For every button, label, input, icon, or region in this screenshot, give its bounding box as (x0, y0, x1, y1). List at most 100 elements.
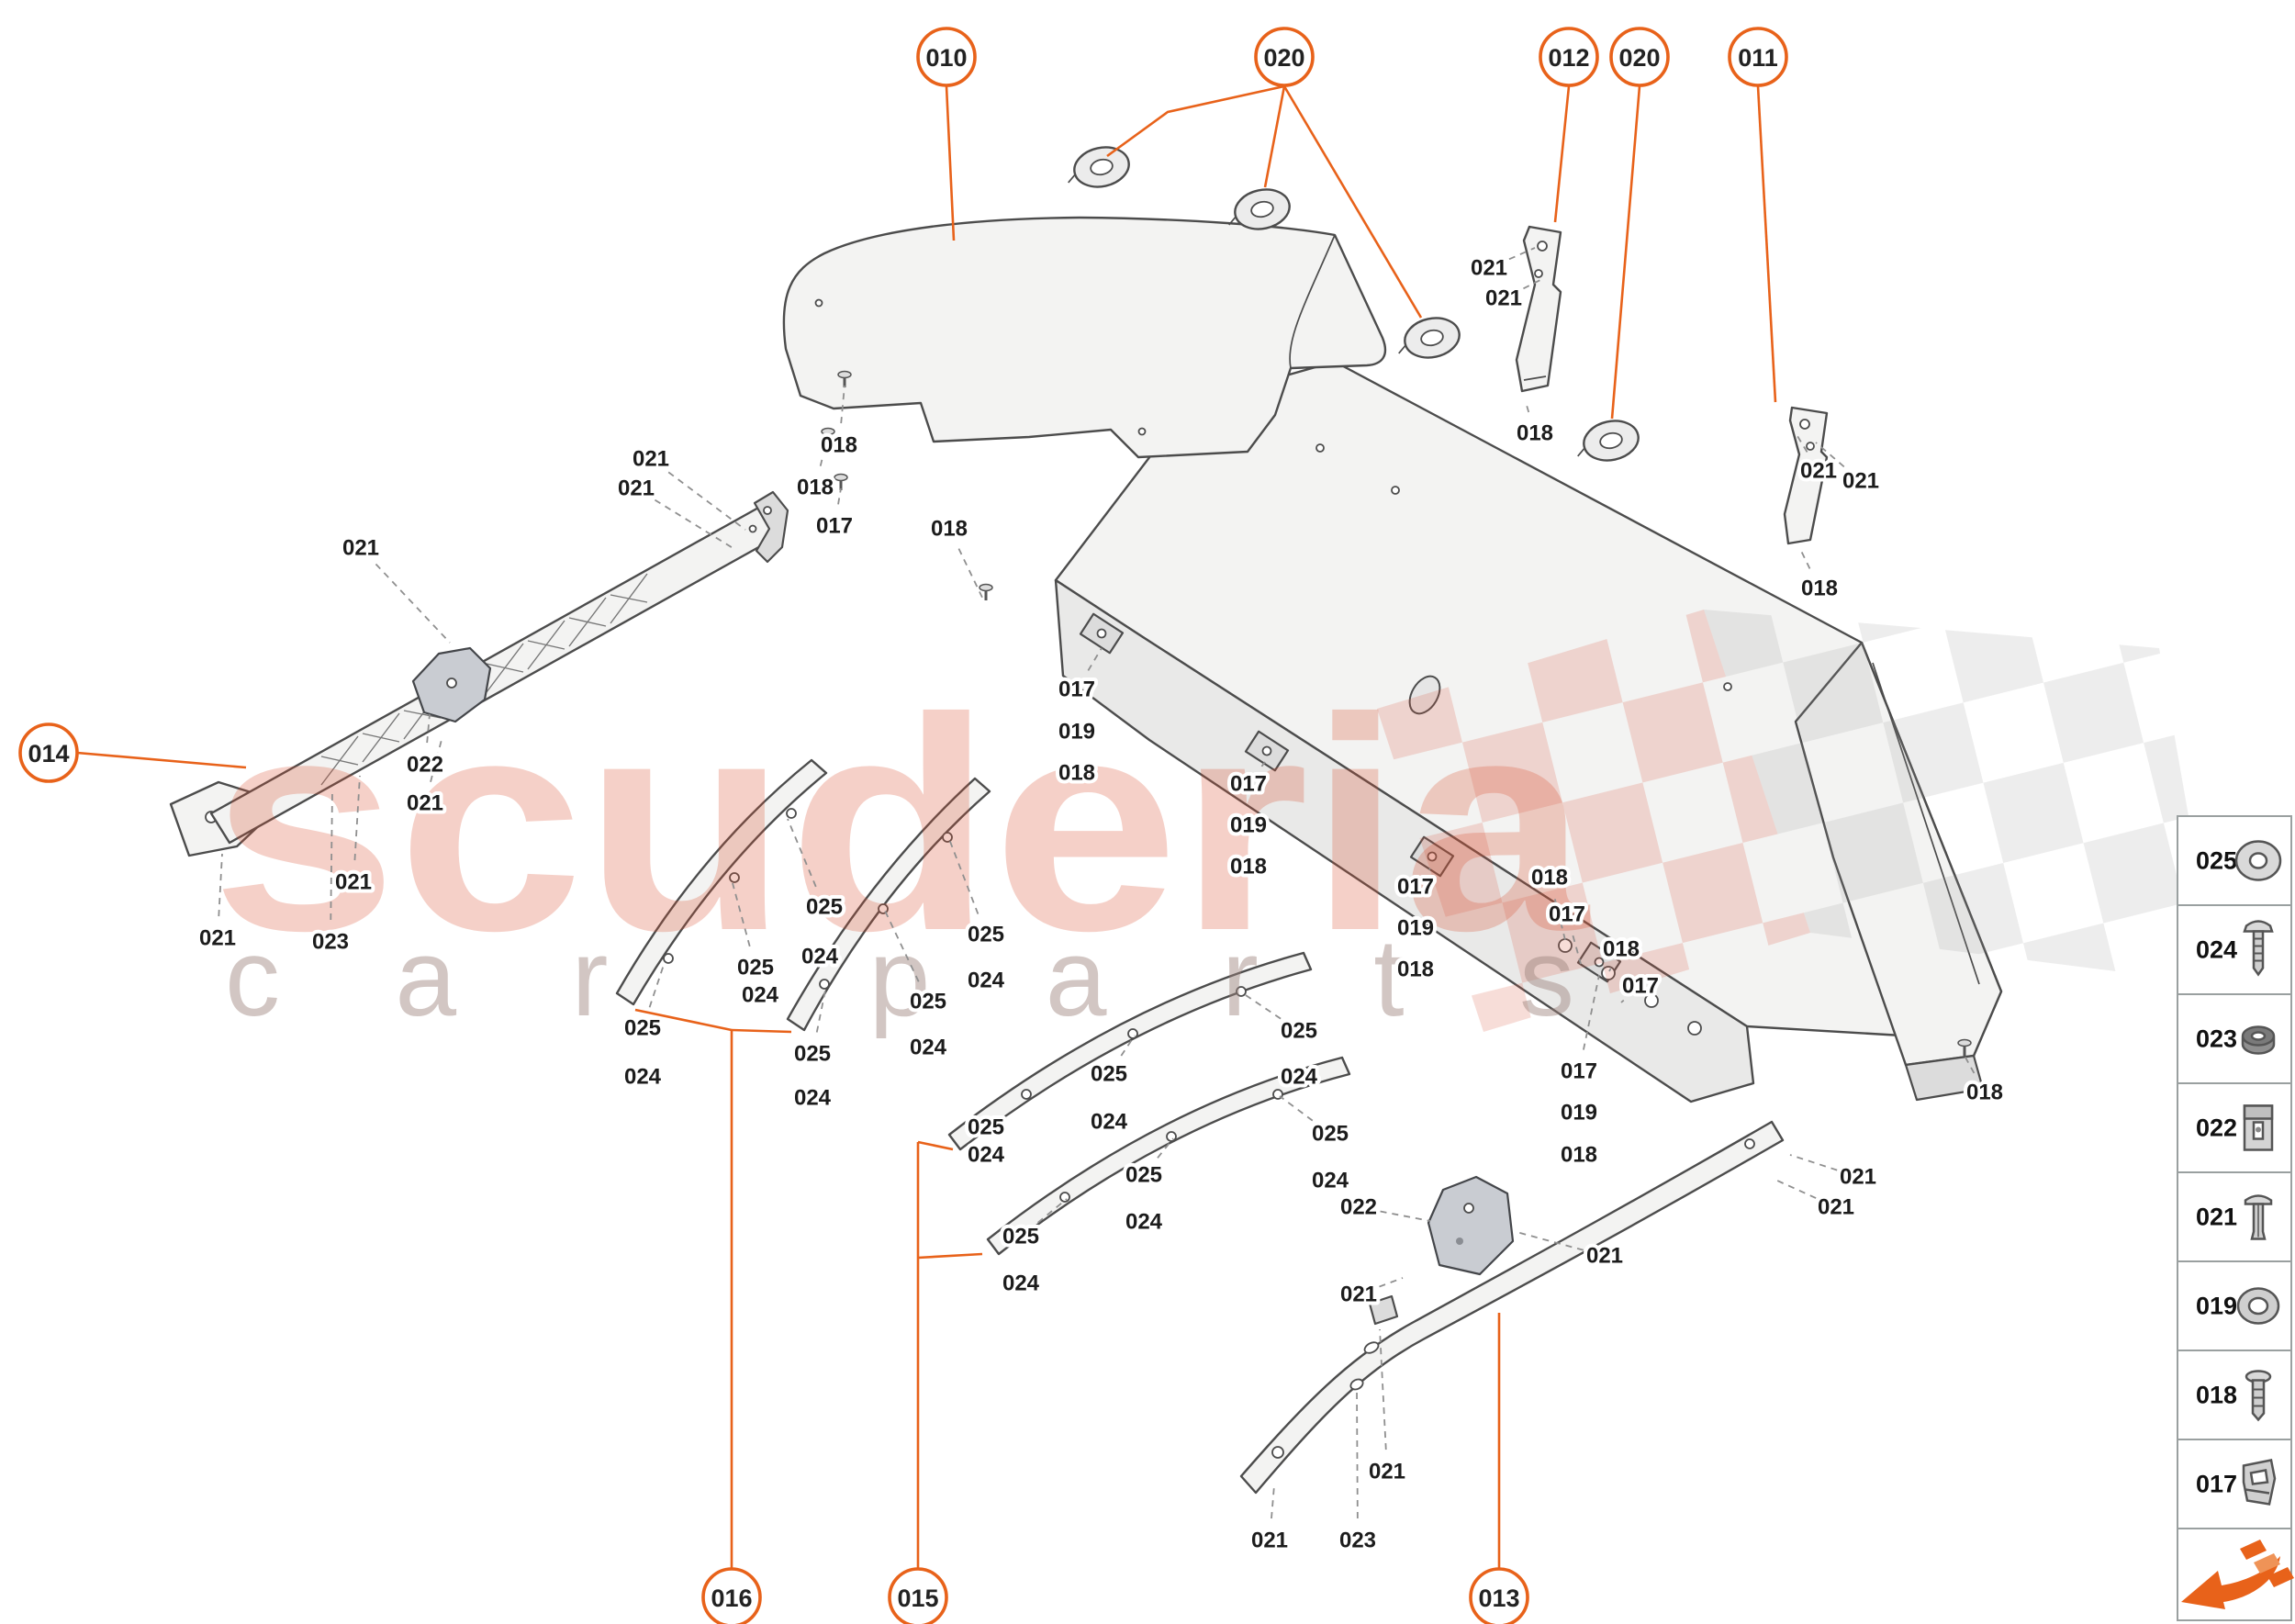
callout-016[interactable]: 016 (701, 1567, 762, 1624)
legend-row-021: 021 (2177, 1171, 2292, 1262)
part-number-label-024: 024 (624, 1065, 662, 1090)
label-leader-line (1379, 1277, 1404, 1288)
label-leader-line (1120, 1035, 1136, 1057)
label-leader-line (819, 442, 827, 466)
part-016-strip (615, 758, 828, 1006)
label-leader-line (1242, 992, 1282, 1020)
label-leader-line (1964, 1055, 1976, 1074)
label-leader-line (840, 385, 845, 424)
callout-number: 012 (1548, 44, 1589, 72)
part-number-label-021: 021 (1471, 256, 1507, 281)
label-leader-line (1157, 1137, 1174, 1159)
legend-part-number: 018 (2196, 1382, 2237, 1409)
callout-number: 014 (28, 740, 69, 767)
legend-row-022: 022 (2177, 1082, 2292, 1173)
part-number-label-021: 021 (1251, 1529, 1288, 1553)
part-number-label-018: 018 (1517, 421, 1553, 446)
label-leader-line (218, 853, 223, 917)
part-number-label-021: 021 (633, 447, 669, 472)
legend-row-017: 017 (2177, 1439, 2292, 1529)
part-number-label-024: 024 (794, 1086, 832, 1111)
spring-clip-icon (2242, 1459, 2277, 1506)
part-014-bracket (169, 490, 789, 857)
label-leader-line (1815, 442, 1845, 468)
legend-row-024: 024 (2177, 904, 2292, 995)
label-leader-line (1553, 899, 1567, 945)
part-010-panel (782, 216, 1387, 459)
part-number-label-024: 024 (1281, 1065, 1318, 1090)
callout-leader-line (76, 751, 247, 769)
label-leader-line (1525, 401, 1530, 413)
label-leader-line (375, 563, 451, 644)
callout-013[interactable]: 013 (1469, 1567, 1529, 1624)
part-number-label-021: 021 (1340, 1282, 1377, 1307)
part-number-label-018: 018 (1561, 1143, 1597, 1168)
part-015-strip (947, 951, 1313, 1151)
part-number-label-025: 025 (1125, 1163, 1162, 1188)
callout-number: 010 (925, 44, 967, 72)
part-number-label-017: 017 (1397, 875, 1434, 900)
label-leader-line (426, 713, 431, 744)
part-number-label-025: 025 (1281, 1019, 1317, 1044)
label-leader-line (648, 961, 666, 1008)
callout-number: 020 (1263, 44, 1304, 72)
part-number-label-018: 018 (931, 517, 968, 542)
part-number-label-022: 022 (1340, 1195, 1377, 1220)
callout-012[interactable]: 012 (1539, 27, 1599, 87)
label-leader-line (1572, 935, 1582, 965)
callout-015[interactable]: 015 (888, 1567, 948, 1624)
part-number-label-025: 025 (1312, 1122, 1349, 1147)
label-leader-line (1789, 1154, 1838, 1171)
legend-part-number: 017 (2196, 1471, 2237, 1498)
callout-011[interactable]: 011 (1728, 27, 1788, 87)
part-number-label-024: 024 (801, 945, 839, 969)
part-number-label-017: 017 (1058, 678, 1095, 702)
part-number-label-017: 017 (1549, 902, 1585, 927)
part-011-bracket (1783, 406, 1829, 545)
label-leader-line (1279, 1095, 1314, 1122)
part-number-label-021: 021 (618, 476, 655, 501)
part-number-label-021: 021 (407, 791, 443, 816)
part-number-label-018: 018 (1603, 937, 1640, 962)
part-number-label-021: 021 (342, 536, 379, 561)
callout-leader-line (731, 1028, 792, 1034)
callout-leader-line (1282, 85, 1423, 319)
callout-number: 015 (897, 1585, 938, 1612)
legend-part-number: 023 (2196, 1025, 2237, 1053)
callout-020[interactable]: 020 (1254, 27, 1315, 87)
part-number-label-021: 021 (199, 926, 236, 951)
watermark-brand-text: scuderia (211, 655, 1590, 993)
part-number-label-025: 025 (794, 1042, 831, 1067)
label-leader-line (1379, 1328, 1387, 1450)
label-leader-line (1508, 247, 1536, 261)
label-leader-line (1260, 761, 1266, 767)
part-012-bracket (1515, 225, 1562, 393)
part-number-label-024: 024 (1312, 1169, 1349, 1193)
label-leader-line (1800, 550, 1811, 569)
part-number-label-024: 024 (968, 1143, 1005, 1168)
callout-010[interactable]: 010 (916, 27, 977, 87)
legend-cell (2177, 1350, 2292, 1440)
callout-014[interactable]: 014 (18, 722, 79, 783)
callout-020[interactable]: 020 (1609, 27, 1670, 87)
watermark: scuderia car parts (211, 610, 2218, 1039)
callout-leader-line (1553, 85, 1571, 223)
fastener-pin-icon (978, 583, 994, 602)
part-number-label-021: 021 (1586, 1244, 1623, 1269)
clip-nut-icon (2243, 1104, 2274, 1151)
part-number-label-023: 023 (1339, 1529, 1376, 1553)
legend-part-number: 021 (2196, 1204, 2237, 1231)
part-number-label-017: 017 (1561, 1059, 1597, 1084)
part-020-grommet (1398, 317, 1461, 359)
legend-part-number: 019 (2196, 1293, 2237, 1320)
callout-leader-line (917, 1140, 954, 1151)
part-number-label-019: 019 (1230, 813, 1267, 838)
callout-number: 013 (1478, 1585, 1519, 1612)
label-leader-line (353, 775, 361, 861)
part-number-label-024: 024 (1091, 1110, 1128, 1135)
part-number-label-024: 024 (968, 969, 1005, 993)
label-leader-line (1356, 1387, 1359, 1519)
callout-number: 016 (711, 1585, 752, 1612)
legend-row-019: 019 (2177, 1260, 2292, 1351)
